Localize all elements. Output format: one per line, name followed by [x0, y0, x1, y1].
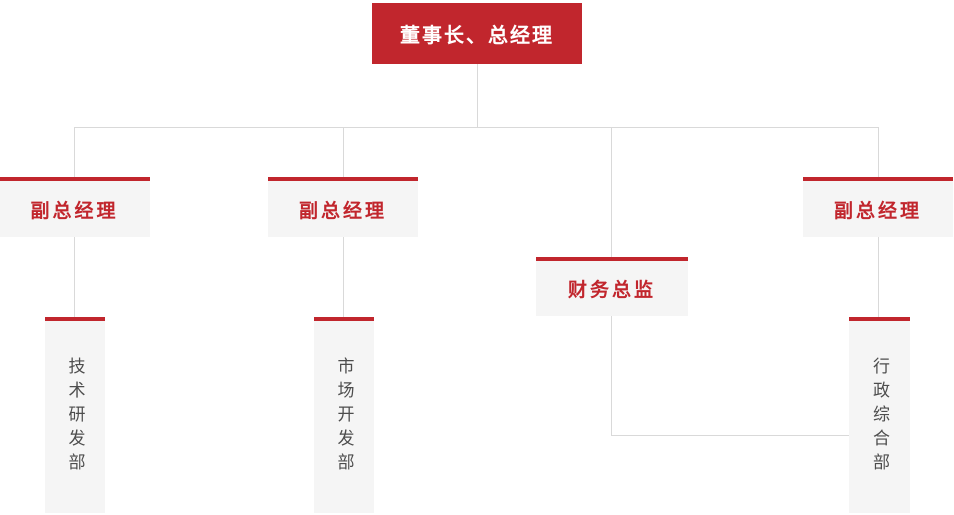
node-vice-general-manager-3-label: 副总经理: [833, 200, 922, 222]
connector-drop-finance-director: [611, 127, 612, 257]
connector-vp1-to-tech-dept: [74, 237, 75, 317]
node-vice-general-manager-1-label: 副总经理: [30, 200, 119, 222]
node-admin-general-dept-label: 行政综合部: [870, 357, 889, 477]
connector-vp3-to-admin-dept: [878, 237, 879, 317]
connector-drop-vp1: [74, 127, 75, 177]
connector-drop-vp2: [343, 127, 344, 177]
node-vice-general-manager-2: 副总经理: [268, 177, 418, 237]
node-vice-general-manager-3: 副总经理: [803, 177, 953, 237]
node-finance-director: 财务总监: [536, 257, 688, 316]
connector-root-drop: [477, 64, 478, 127]
node-market-dev-dept-label: 市场开发部: [334, 357, 354, 477]
node-chairman-general-manager: 董事长、总经理: [372, 3, 582, 64]
node-finance-director-label: 财务总监: [567, 280, 656, 301]
connector-vp2-to-market-dept: [343, 237, 344, 317]
node-admin-general-dept: 行政综合部: [849, 317, 910, 513]
connector-finance-elbow-vertical: [611, 316, 612, 436]
node-tech-rd-dept: 技术研发部: [45, 317, 105, 513]
connector-level2-rail: [74, 127, 879, 128]
connector-finance-elbow-horizontal: [611, 435, 849, 436]
node-chairman-general-manager-label: 董事长、总经理: [400, 25, 554, 47]
node-tech-rd-dept-label: 技术研发部: [65, 357, 85, 477]
connector-drop-vp3: [878, 127, 879, 177]
node-vice-general-manager-1: 副总经理: [0, 177, 150, 237]
node-market-dev-dept: 市场开发部: [314, 317, 374, 513]
node-vice-general-manager-2-label: 副总经理: [298, 200, 387, 222]
